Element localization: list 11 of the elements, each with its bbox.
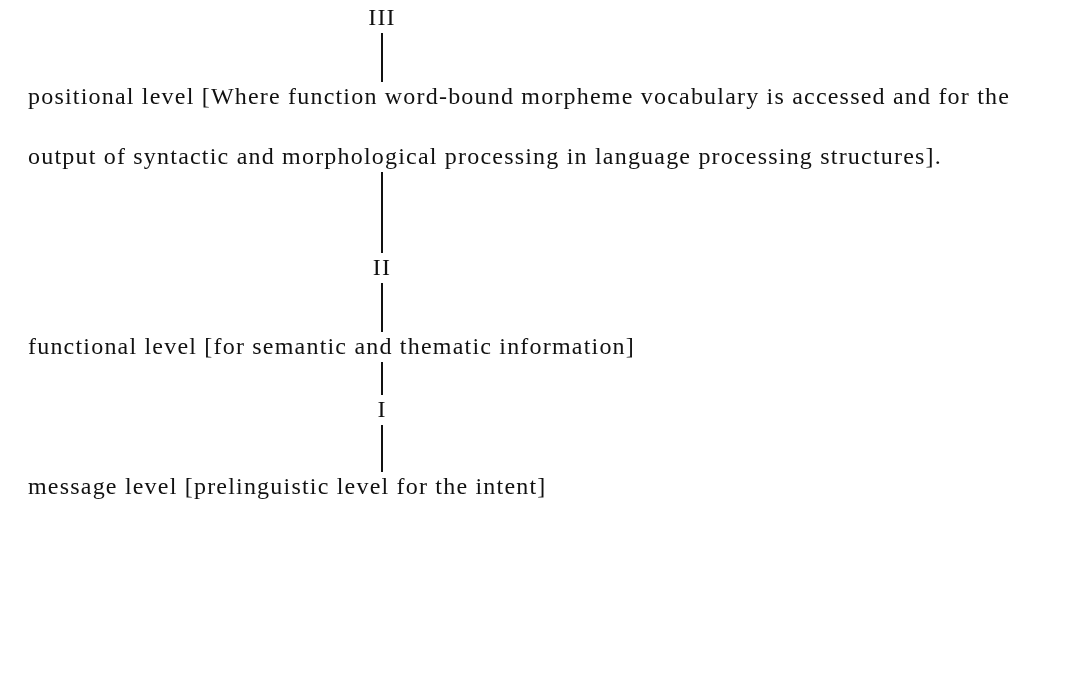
level-numeral: III	[367, 3, 397, 32]
connector-line	[381, 424, 383, 473]
connector-line	[381, 361, 383, 396]
level-description: message level [prelinguistic level for the intent]	[28, 472, 548, 501]
connector-line	[381, 32, 383, 83]
level-description: positional level [Where function word-bound morpheme vocabulary is accessed and for the output of syntactic and morphological processing in language processing structures].	[28, 82, 1012, 171]
connector-line	[381, 282, 383, 333]
level-numeral: I	[376, 395, 388, 424]
level-numeral: II	[371, 253, 393, 282]
connector-line	[381, 171, 383, 254]
level-description: functional level [for semantic and thematic information]	[28, 332, 636, 361]
